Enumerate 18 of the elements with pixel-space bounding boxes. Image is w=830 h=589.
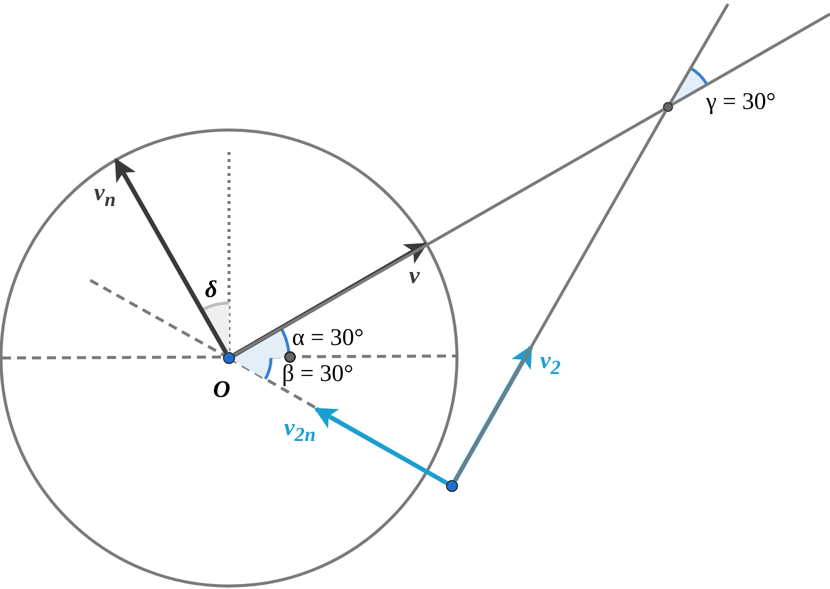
angle-label: γ = 30°: [706, 90, 776, 114]
vector-label: v$_{n}$: [94, 181, 116, 210]
vector-label: v: [409, 264, 420, 288]
angle-label: β = 30°: [282, 362, 354, 386]
angle-label: δ: [205, 278, 218, 302]
line: [233, 108, 664, 356]
angle-label: α = 30°: [292, 326, 364, 350]
vector-arrow: [233, 242, 428, 357]
vector-label: v$_{2n}$: [284, 416, 316, 445]
point: [223, 352, 235, 364]
vector-arrow: [453, 345, 533, 482]
vector-label: v$_{2}$: [540, 349, 561, 378]
vector-arrow: [114, 158, 228, 354]
point-label: O: [213, 378, 230, 402]
point: [446, 480, 458, 492]
point: [663, 102, 673, 112]
line: [454, 110, 667, 482]
vector-arrow: [314, 407, 448, 485]
